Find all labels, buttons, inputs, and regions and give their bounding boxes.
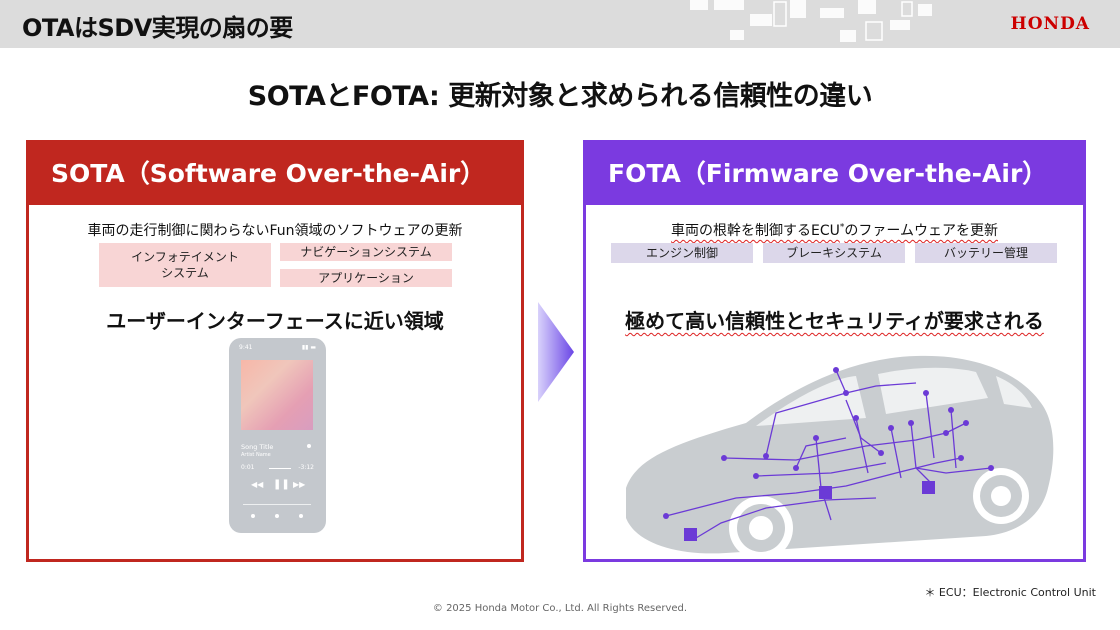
sota-tag-infotainment: インフォテイメント システム [99, 243, 271, 287]
sota-tag-applications: アプリケーション [280, 269, 452, 287]
car-ecu-network-illustration [626, 355, 1054, 558]
fota-emphasis: 極めて高い信頼性とセキュリティが要求される [625, 309, 1044, 333]
sota-panel: SOTA（Software Over-the-Air） 車両の走行制御に関わらな… [26, 140, 524, 562]
fota-panel: FOTA（Firmware Over-the-Air） 車両の根幹を制御するEC… [583, 140, 1086, 562]
volume-bar [243, 504, 311, 505]
sota-tag-navigation: ナビゲーションシステム [280, 243, 452, 261]
forward-icon: ▶▶ [293, 480, 306, 489]
rewind-icon: ◀◀ [251, 480, 264, 489]
honda-logo: HONDA [1010, 14, 1090, 34]
fota-tag-battery-management: バッテリー管理 [915, 243, 1057, 263]
fota-tag-engine-control: エンジン制御 [611, 243, 753, 263]
more-icon [307, 444, 311, 448]
artist-name: Artist Name [241, 452, 271, 458]
pause-icon: ❚❚ [273, 479, 290, 490]
sota-panel-title: SOTA（Software Over-the-Air） [29, 143, 521, 205]
fota-tag-brake-system: ブレーキシステム [763, 243, 905, 263]
time-remaining: -3:12 [298, 464, 314, 471]
decorative-grid [690, 0, 932, 42]
song-title: Song Title [241, 443, 274, 451]
nav-dot-icon [275, 514, 279, 518]
ecu-footnote: ＊ ECU：Electronic Control Unit [924, 586, 1096, 599]
sota-emphasis: ユーザーインターフェースに近い領域 [106, 309, 444, 333]
phone-status-time: 9:41 [239, 344, 253, 351]
fota-description: 車両の根幹を制御するECU*のファームウェアを更新 [671, 222, 998, 239]
nav-dot-icon [299, 514, 303, 518]
right-arrow-icon [538, 302, 574, 402]
slide-headline: SOTAとFOTA: 更新対象と求められる信頼性の違い [247, 81, 873, 112]
album-art [241, 360, 313, 430]
top-bar: OTAはSDV実現の扇の要 HONDA [0, 0, 1120, 48]
sota-description: 車両の走行制御に関わらないFun領域のソフトウェアの更新 [87, 223, 463, 239]
time-elapsed: 0:01 [241, 464, 255, 471]
nav-dot-icon [251, 514, 255, 518]
phone-status-icons: ▮▮ ▬ [301, 344, 316, 351]
slide-section-title: OTAはSDV実現の扇の要 [22, 14, 293, 42]
fota-panel-title: FOTA（Firmware Over-the-Air） [586, 143, 1083, 205]
copyright: © 2025 Honda Motor Co., Ltd. All Rights … [432, 603, 688, 614]
progress-bar [269, 468, 291, 469]
smartphone-illustration: 9:41 ▮▮ ▬ Song Title Artist Name 0:01 -3… [229, 338, 326, 533]
